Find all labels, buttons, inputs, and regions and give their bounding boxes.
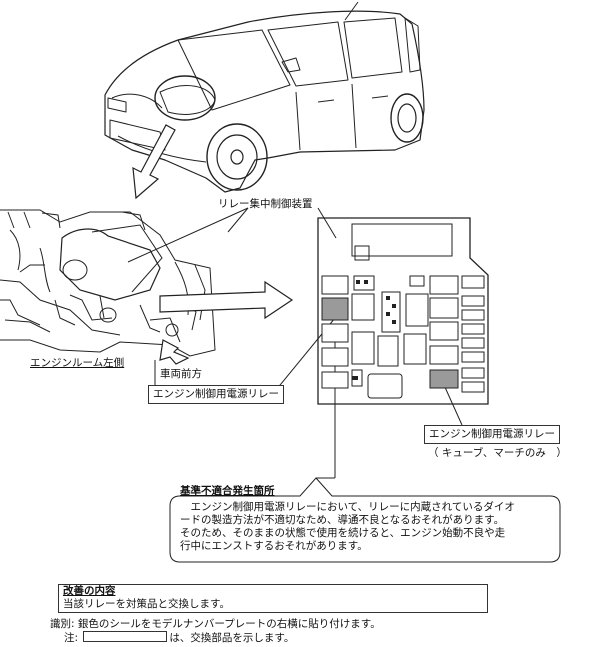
remedy-text: 当該リレーを対策品と交換します。 (63, 598, 230, 610)
defect-callout-bubble (169, 477, 561, 563)
car-illustration (104, 1, 425, 193)
relay-callout-right: エンジン制御用電源リレー (424, 425, 560, 444)
relay-box (317, 217, 489, 405)
relay-box-components (321, 275, 485, 399)
identification-label: 識別: (50, 618, 78, 630)
defect-line-3: そのため、そのままの状態で使用を続けると、エンジン始動不良や走 (180, 527, 506, 539)
arrow-car-to-engine (132, 124, 176, 200)
arrow-engine-to-relaybox (159, 280, 294, 320)
note-label: 注: (64, 632, 82, 644)
relay-callout-right-text: エンジン制御用電源リレー (429, 428, 555, 440)
note-text: は、交換部品を示します。 (169, 632, 295, 644)
relay-callout-left-text: エンジン制御用電源リレー (153, 388, 279, 400)
defect-line-2: ードの製造方法が不適切なため、導通不良となるおそれがあります。 (180, 514, 505, 526)
defect-line-4: 行中にエンストするおそれがあります。 (180, 540, 368, 552)
engine-room-left-label: エンジンルーム左側 (30, 357, 125, 369)
defect-line-1: エンジン制御用電源リレーにおいて、リレーに内蔵されているダイオ (180, 501, 515, 513)
relay-unit-label: リレー集中制御装置 (218, 198, 313, 210)
vehicle-front-label: 車両前方 (160, 368, 202, 380)
note-swatch (83, 631, 168, 642)
engine-room-detail (0, 209, 216, 357)
relay-callout-left: エンジン制御用電源リレー (148, 385, 284, 404)
vehicle-front-arrow (159, 339, 190, 365)
relay-box-fuse-marks (352, 280, 396, 380)
note-line: 注: は、交換部品を示します。 (64, 631, 294, 645)
identification-text: 銀色のシールをモデルナンバープレートの右横に貼り付けます。 (77, 618, 381, 630)
defect-heading: 基準不適合発生箇所 (180, 485, 275, 497)
remedy-box: 改善の内容 当該リレーを対策品と交換します。 (58, 584, 488, 613)
remedy-heading: 改善の内容 (63, 585, 116, 597)
relay-note-right: （ キューブ、マーチのみ ） (428, 447, 567, 459)
identification-line: 識別: 銀色のシールをモデルナンバープレートの右横に貼り付けます。 (50, 618, 381, 631)
